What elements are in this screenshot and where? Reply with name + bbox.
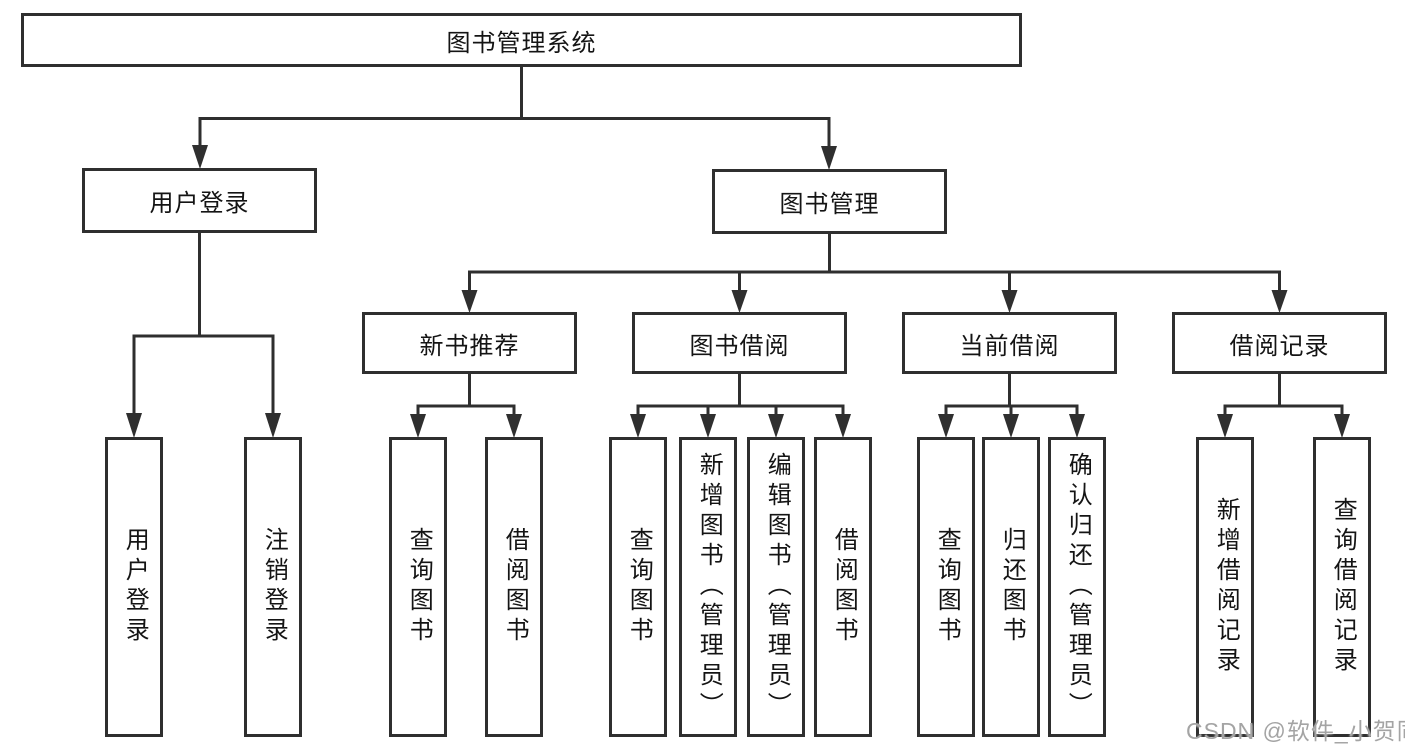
leaf-query-books-borrow-label: 查询图书 (625, 527, 653, 647)
leaf-query-books-recommend-label: 查询图书 (405, 527, 433, 647)
node-book-borrow: 图书借阅 (632, 312, 847, 374)
leaf-add-borrow-record-label: 新增借阅记录 (1212, 497, 1240, 677)
node-current-borrow-label: 当前借阅 (959, 332, 1060, 360)
leaf-edit-book-admin-label: 编辑图书（管理员） (763, 452, 791, 722)
node-user-login: 用户登录 (82, 168, 317, 233)
leaf-query-books-current: 查询图书 (917, 437, 975, 737)
node-new-book-recommend-label: 新书推荐 (419, 332, 520, 360)
node-new-book-recommend: 新书推荐 (362, 312, 577, 374)
leaf-add-book-admin-label: 新增图书（管理员） (695, 452, 723, 722)
node-root: 图书管理系统 (21, 13, 1022, 67)
leaf-borrow-books: 借阅图书 (814, 437, 872, 737)
leaf-confirm-return-admin-label: 确认归还（管理员） (1064, 452, 1092, 722)
leaf-confirm-return-admin: 确认归还（管理员） (1048, 437, 1106, 737)
node-root-label: 图书管理系统 (446, 29, 597, 57)
leaf-edit-book-admin: 编辑图书（管理员） (747, 437, 805, 737)
node-borrow-records: 借阅记录 (1172, 312, 1387, 374)
node-book-borrow-label: 图书借阅 (689, 332, 790, 360)
leaf-query-books-current-label: 查询图书 (933, 527, 961, 647)
leaf-query-books-recommend: 查询图书 (389, 437, 447, 737)
node-user-login-label: 用户登录 (149, 190, 250, 217)
arrowheads (126, 145, 1350, 438)
leaf-query-borrow-record: 查询借阅记录 (1313, 437, 1371, 737)
csdn-watermark: CSDN @软件_小贺同学 (1186, 718, 1405, 744)
node-book-management-label: 图书管理 (779, 191, 880, 218)
leaf-add-borrow-record: 新增借阅记录 (1196, 437, 1254, 737)
leaf-return-book: 归还图书 (982, 437, 1040, 737)
leaf-borrow-books-recommend: 借阅图书 (485, 437, 543, 737)
node-current-borrow: 当前借阅 (902, 312, 1117, 374)
node-book-management: 图书管理 (712, 169, 947, 234)
leaf-logout-label: 注销登录 (260, 527, 288, 647)
leaf-borrow-books-label: 借阅图书 (830, 527, 858, 647)
leaf-return-book-label: 归还图书 (998, 527, 1026, 647)
leaf-query-books-borrow: 查询图书 (609, 437, 667, 737)
leaf-borrow-books-recommend-label: 借阅图书 (501, 527, 529, 647)
leaf-logout: 注销登录 (244, 437, 302, 737)
leaf-user-login-label: 用户登录 (121, 527, 149, 647)
leaf-add-book-admin: 新增图书（管理员） (679, 437, 737, 737)
leaf-query-borrow-record-label: 查询借阅记录 (1329, 497, 1357, 677)
leaf-user-login: 用户登录 (105, 437, 163, 737)
node-borrow-records-label: 借阅记录 (1229, 332, 1330, 360)
